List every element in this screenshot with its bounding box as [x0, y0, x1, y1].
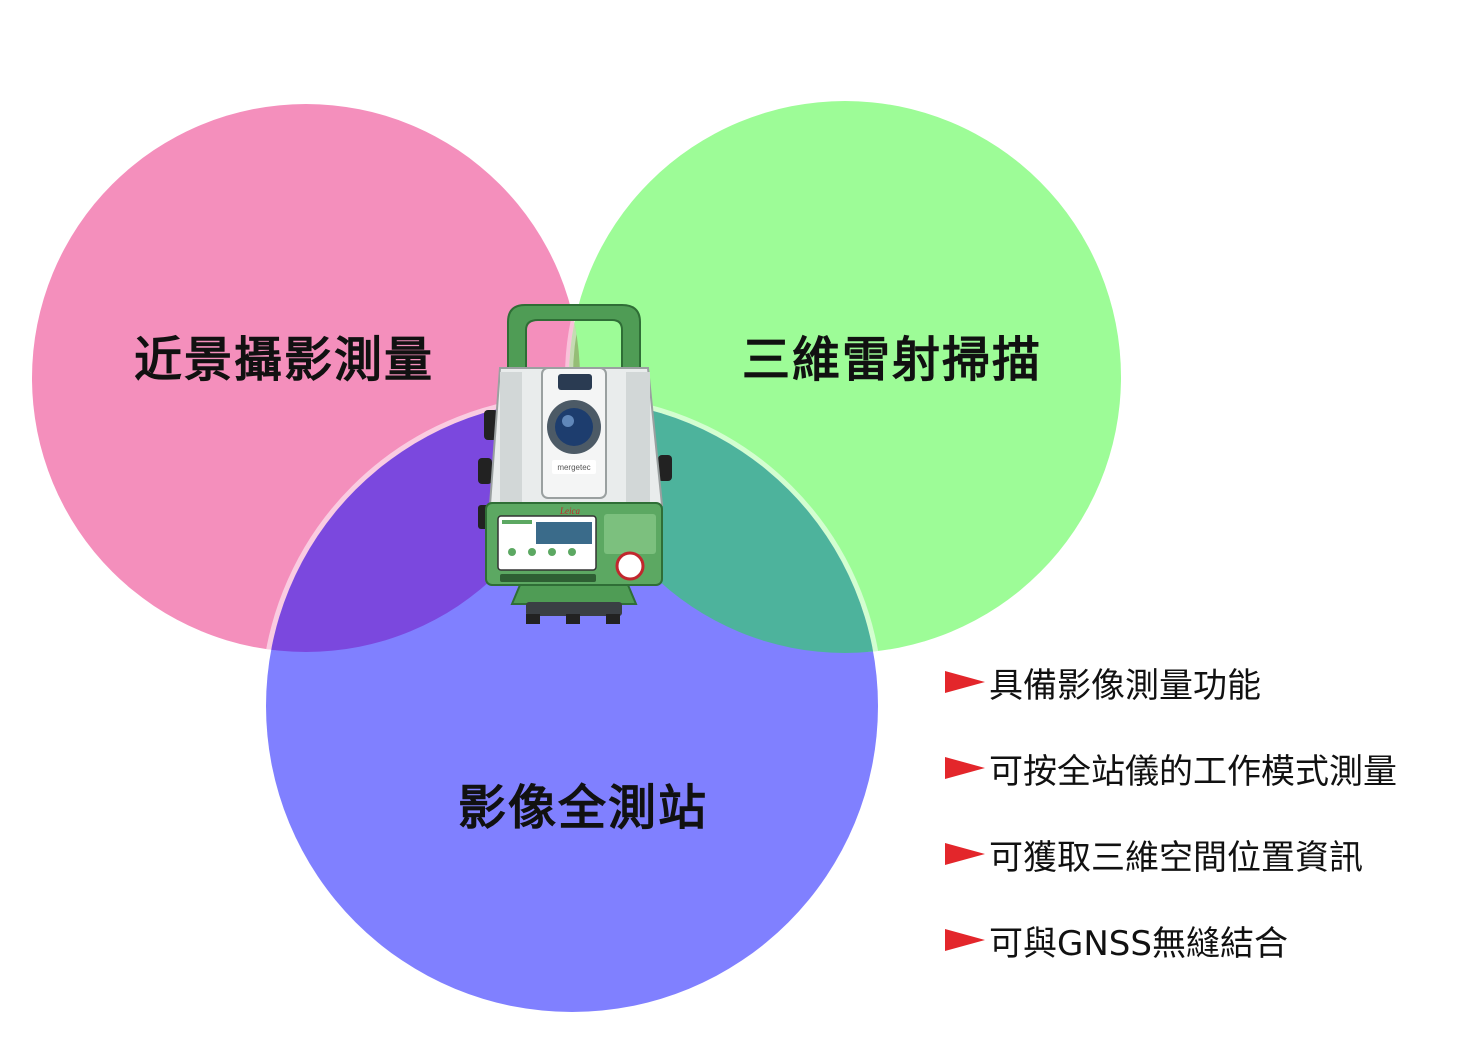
device-lens-highlight [562, 415, 574, 427]
device-tribrach [526, 602, 622, 616]
feature-item: 可按全站儀的工作模式測量 [945, 746, 1465, 792]
overlap-pink-blue [266, 400, 580, 652]
triangle-bullet-icon [945, 843, 985, 865]
feature-text: 可按全站儀的工作模式測量 [989, 751, 1397, 792]
triangle-bullet-icon [945, 757, 985, 779]
feature-text: 可獲取三維空間位置資訊 [989, 837, 1363, 878]
overlap-green-blue [569, 400, 878, 653]
device-screen-bar [502, 520, 532, 524]
device-screen-icon-1 [508, 548, 516, 556]
device-fkey-row [500, 574, 596, 582]
device-logo-plate [552, 460, 596, 474]
triangle-bullet-icon [945, 671, 985, 693]
device-screen-icon-4 [568, 548, 576, 556]
device-knob-left-2 [478, 458, 492, 484]
feature-list: 具備影像測量功能 可按全站儀的工作模式測量 可獲取三維空間位置資訊 可與GNSS… [945, 660, 1465, 1004]
device-nav-ring [615, 551, 645, 581]
feature-item: 可獲取三維空間位置資訊 [945, 832, 1465, 878]
total-station-device: mergetec Leica [478, 304, 672, 624]
device-foot-right [606, 614, 620, 624]
device-knob-right [658, 455, 672, 481]
label-laser-scanning: 三維雷射掃描 [741, 332, 1043, 388]
device-screen-icon-2 [528, 548, 536, 556]
label-photogrammetry: 近景攝影測量 [133, 332, 435, 388]
device-keypad [604, 514, 656, 554]
device-screen-icon-3 [548, 548, 556, 556]
device-body-shade-left [500, 372, 522, 502]
feature-text: 可與GNSS無縫結合 [989, 923, 1288, 964]
label-image-total-station: 影像全測站 [457, 780, 709, 836]
feature-item: 可與GNSS無縫結合 [945, 918, 1465, 964]
device-foot-mid [566, 614, 580, 624]
device-camera [558, 374, 592, 390]
feature-item: 具備影像測量功能 [945, 660, 1465, 706]
device-screen-image [536, 522, 592, 544]
device-lens [555, 408, 593, 446]
device-sub-brand: mergetec [557, 463, 590, 472]
device-brand: Leica [559, 506, 580, 516]
triangle-bullet-icon [945, 929, 985, 951]
feature-text: 具備影像測量功能 [989, 665, 1261, 706]
device-body-shade-right [626, 372, 650, 502]
device-base [510, 584, 638, 605]
device-foot-left [526, 614, 540, 624]
